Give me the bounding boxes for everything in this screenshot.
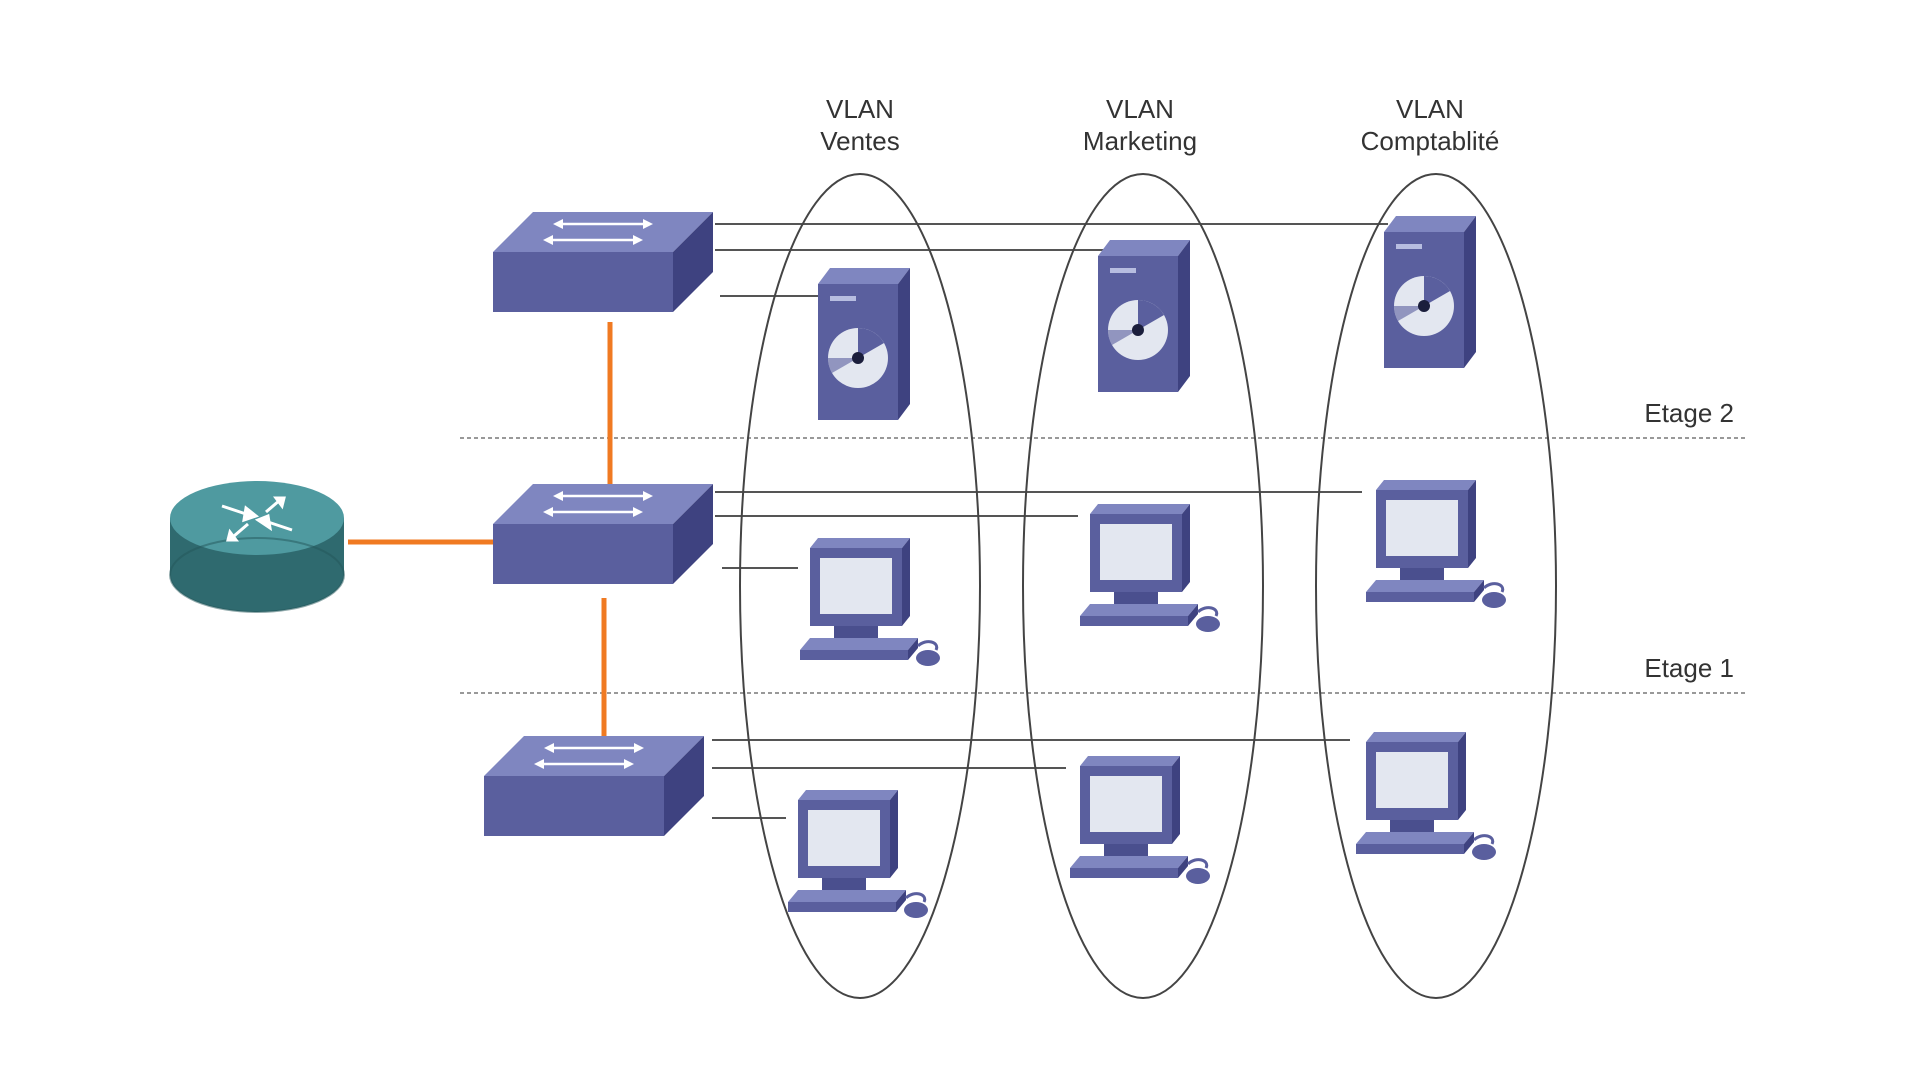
vlan-ventes-name: Ventes	[820, 126, 900, 156]
floor-2-label: Etage 2	[1644, 398, 1734, 428]
pc-marketing-floor-1-icon	[1068, 754, 1212, 886]
pc-comptabilite-floor-1-icon	[1354, 730, 1498, 862]
trunk-links	[348, 322, 613, 740]
vlan-comptabilite-name: Comptablité	[1361, 126, 1500, 156]
pc-marketing-floor-2-icon	[1078, 502, 1222, 634]
server-comptabilite-icon	[1384, 216, 1476, 368]
floor-1-label: Etage 1	[1644, 653, 1734, 683]
vlan-marketing-header: VLAN Marketing	[1083, 94, 1197, 156]
vlan-marketing-boundary	[1022, 173, 1264, 999]
vlan-marketing-name: Marketing	[1083, 126, 1197, 156]
access-links	[712, 223, 1388, 819]
server-marketing-icon	[1098, 240, 1190, 392]
switch-floor-1-icon	[482, 734, 706, 838]
vlan-comptabilite-title: VLAN	[1396, 94, 1464, 124]
vlan-ventes-boundary	[739, 173, 981, 999]
switch-floor-3-icon	[491, 210, 715, 314]
pc-ventes-floor-2-icon	[798, 536, 942, 668]
pc-comptabilite-floor-2-icon	[1364, 478, 1508, 610]
switch-floor-2-icon	[491, 482, 715, 586]
vlan-marketing-title: VLAN	[1106, 94, 1174, 124]
vlan-comptabilite-boundary	[1315, 173, 1557, 999]
pc-ventes-floor-1-icon	[786, 788, 930, 920]
vlan-ventes-title: VLAN	[826, 94, 894, 124]
server-ventes-icon	[818, 268, 910, 420]
vlan-ventes-header: VLAN Ventes	[820, 94, 900, 156]
router-icon	[169, 481, 345, 613]
vlan-comptabilite-header: VLAN Comptablité	[1361, 94, 1500, 156]
